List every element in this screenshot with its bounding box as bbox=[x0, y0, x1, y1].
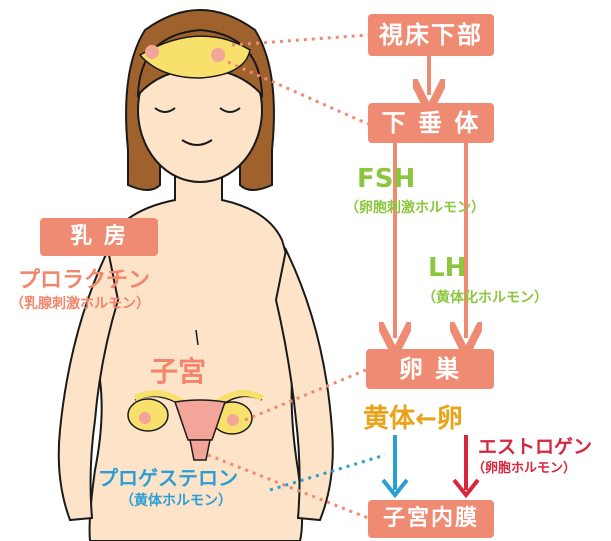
pituitary-box: 下 垂 体 bbox=[368, 103, 494, 143]
fsh-label: FSH bbox=[357, 164, 415, 194]
progesterone-desc: （黄体ホルモン） bbox=[120, 490, 232, 510]
lh-desc: （黄体化ホルモン） bbox=[422, 287, 548, 307]
progesterone-label: プロゲステロン bbox=[98, 462, 238, 491]
hypothalamus-box: 視床下部 bbox=[368, 14, 494, 56]
estrogen-label: エストロゲン bbox=[478, 432, 592, 459]
prolactin-label: プロラクチン bbox=[18, 262, 150, 294]
fsh-desc: （卵胞刺激ホルモン） bbox=[345, 197, 485, 217]
breast-box: 乳 房 bbox=[40, 218, 158, 256]
uterus-label: 子宮 bbox=[150, 350, 206, 390]
ovary-box: 卵 巣 bbox=[366, 349, 494, 389]
hypothalamus-dot bbox=[145, 45, 159, 59]
endometrium-box: 子宮内膜 bbox=[368, 500, 494, 538]
estrogen-desc: （卵胞ホルモン） bbox=[472, 457, 576, 476]
corpus-luteum-label: 黄体←卵 bbox=[363, 398, 463, 435]
pituitary-dot bbox=[211, 48, 225, 62]
lh-label: LH bbox=[428, 253, 466, 283]
prolactin-desc: （乳腺刺激ホルモン） bbox=[10, 293, 150, 313]
